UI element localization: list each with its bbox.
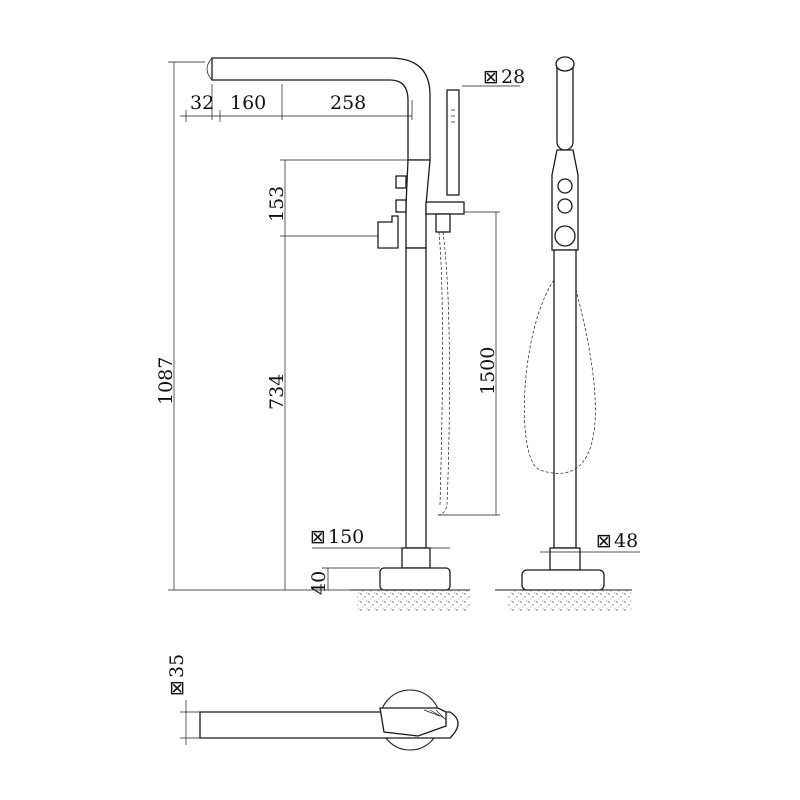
- column-foot: [401, 547, 431, 569]
- dim-overall-height: 1087: [155, 357, 177, 405]
- side-view: [495, 56, 632, 612]
- side-column: [553, 249, 577, 549]
- dim-spout-tip: 32: [190, 92, 214, 114]
- floor-base-icon: [379, 567, 451, 591]
- top-view: [199, 689, 459, 751]
- square-symbol-48: ⊠: [596, 530, 612, 552]
- valve-handle-icon: [377, 215, 399, 249]
- dim-control-height: 734: [266, 374, 288, 410]
- flow-knob: [395, 199, 407, 213]
- side-hose-loop: [523, 279, 596, 474]
- floor-section: [357, 590, 470, 612]
- dim-head-height: 153: [266, 186, 288, 222]
- main-column: [405, 247, 427, 549]
- front-view: [206, 57, 470, 612]
- dim-base-height: 40: [308, 571, 330, 595]
- square-symbol-150: ⊠: [310, 526, 326, 548]
- dim-spout-back: 258: [330, 92, 366, 114]
- diverter-knob: [395, 175, 407, 189]
- dim-spout-section: 35: [166, 654, 188, 678]
- dim-hand-shower: 28: [501, 66, 525, 88]
- dim-hose-length: 1500: [477, 347, 499, 395]
- dimension-labels: 32 160 258 1087 153 734 1500 40 ⊠ 28 ⊠ 1…: [155, 66, 638, 696]
- dim-base: 150: [328, 526, 364, 548]
- dim-spout-mid: 160: [230, 92, 266, 114]
- shower-hose: [437, 231, 450, 516]
- dimension-lines: [168, 61, 640, 745]
- square-symbol-28: ⊠: [483, 66, 499, 88]
- dim-column: 48: [614, 530, 638, 552]
- hand-shower-icon: [446, 89, 460, 196]
- shower-holder: [425, 201, 465, 215]
- square-symbol-35: ⊠: [166, 680, 188, 696]
